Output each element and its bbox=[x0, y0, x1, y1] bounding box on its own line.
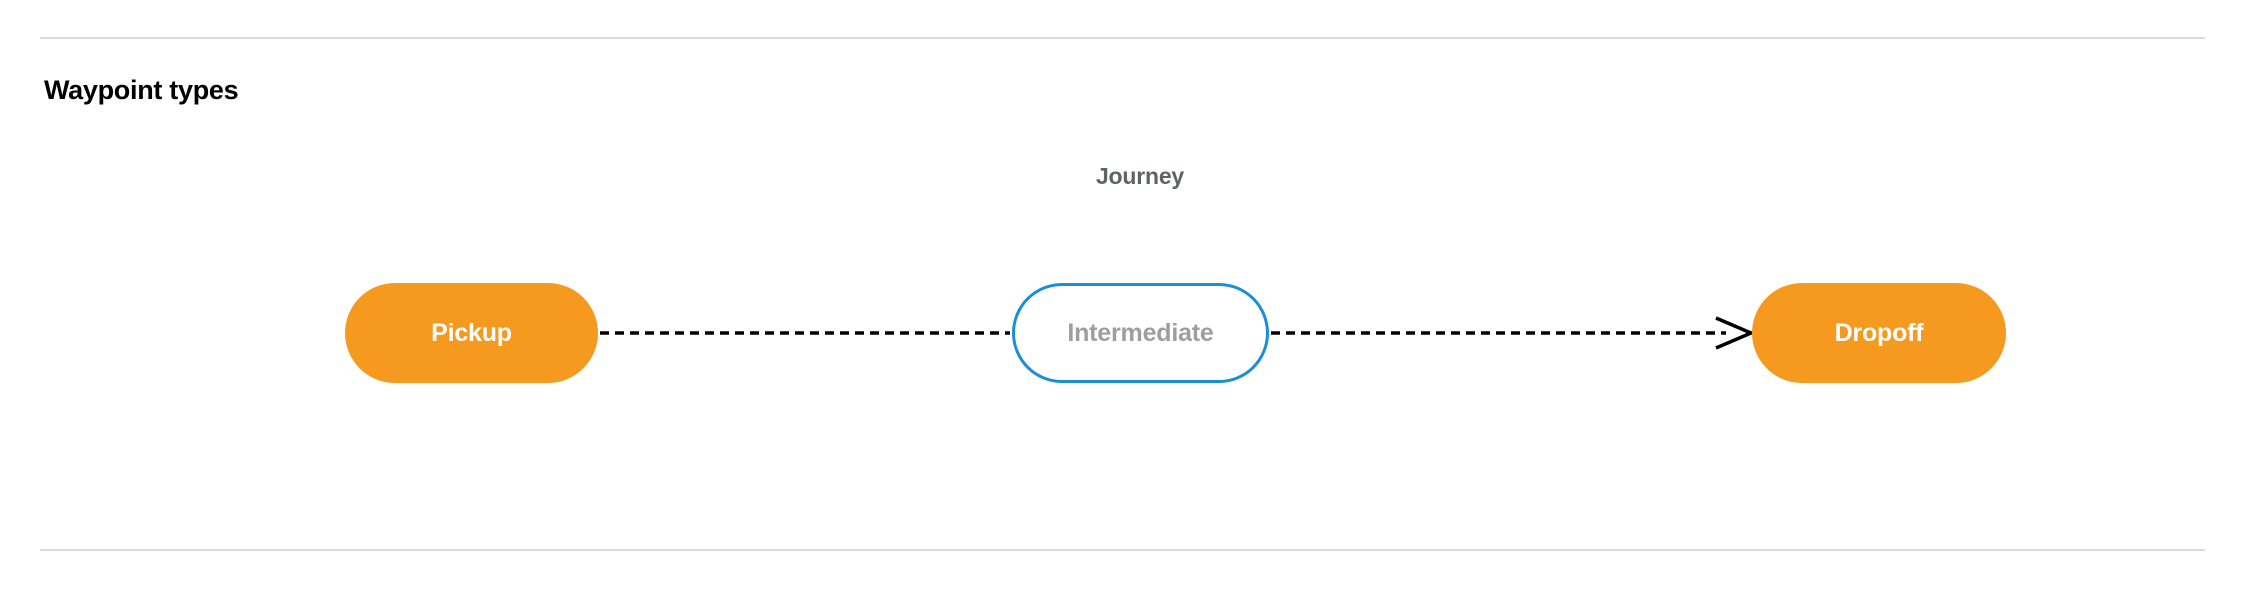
arrowhead-icon bbox=[1715, 316, 1756, 350]
node-dropoff[interactable]: Dropoff bbox=[1752, 283, 2006, 383]
node-intermediate-label: Intermediate bbox=[1067, 318, 1214, 347]
page-title: Waypoint types bbox=[44, 75, 239, 105]
node-pickup[interactable]: Pickup bbox=[345, 283, 598, 383]
journey-group-label: Journey bbox=[1095, 163, 1185, 189]
node-intermediate[interactable]: Intermediate bbox=[1012, 283, 1269, 383]
node-pickup-label: Pickup bbox=[431, 318, 512, 347]
node-dropoff-label: Dropoff bbox=[1834, 318, 1924, 347]
section-divider-bottom bbox=[40, 549, 2205, 551]
section-divider-top bbox=[40, 37, 2205, 39]
